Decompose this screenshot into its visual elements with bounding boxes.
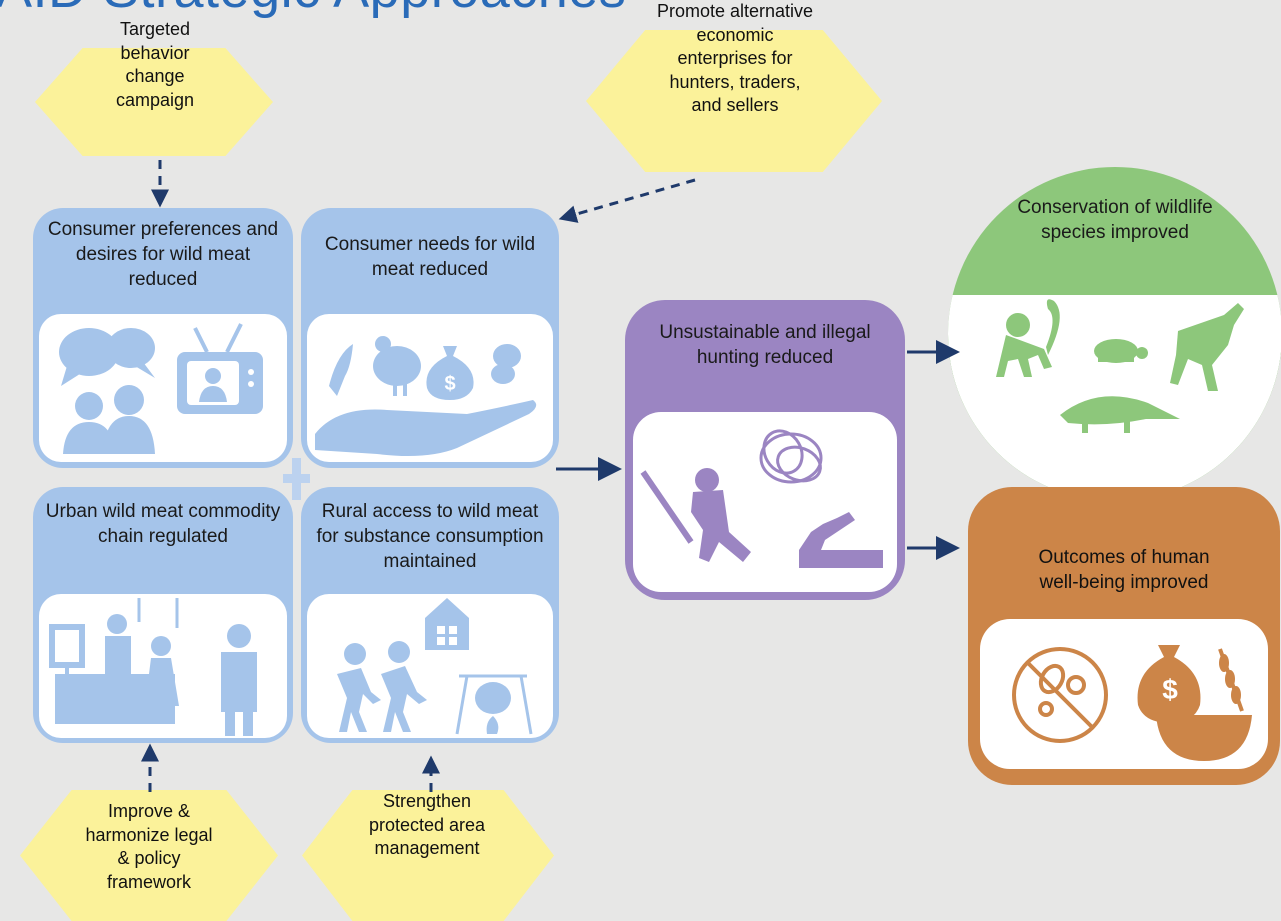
preferences-illustration — [39, 314, 287, 462]
no-disease-icon — [1012, 647, 1108, 743]
walking-people-icon — [337, 641, 427, 732]
urban-illustration — [39, 594, 287, 738]
strategy-behavior-label: Targeted behavior change campaign — [115, 19, 195, 110]
wellbeing-illustration: $ — [980, 619, 1268, 769]
shopper-icon — [145, 624, 257, 736]
cooking-pot-icon — [455, 674, 533, 735]
hunter-icon — [640, 468, 751, 562]
wellbeing-label: Outcomes of human well-being improved — [1038, 547, 1210, 593]
needs-illustration: $ — [307, 314, 553, 462]
outcome-box-rural: Rural access to wild meat for substance … — [301, 487, 559, 743]
rural-illustration — [307, 594, 553, 738]
urban-label: Urban wild meat commodity chain regulate… — [45, 501, 281, 547]
food-bowl-icon — [1156, 648, 1252, 761]
fish-icon — [329, 344, 353, 396]
plus-icon — [283, 458, 310, 500]
strategy-hexagon-behavior — [35, 48, 273, 156]
strategy-protected-label: Strengthen protected area management — [368, 791, 486, 858]
dashed-arrow-enterprises — [558, 178, 696, 223]
antelope-icon — [1170, 303, 1244, 391]
snare-icon — [759, 429, 823, 484]
hunting-label: Unsustainable and illegal hunting reduce… — [659, 322, 871, 368]
trap-icon — [799, 512, 883, 568]
outcome-box-needs: Consumer needs for wild meat reduced $ — [301, 208, 559, 468]
strategy-legal-label: Improve & harmonize legal & policy frame… — [85, 801, 213, 892]
needs-label: Consumer needs for wild meat reduced — [324, 234, 536, 280]
outcome-box-preferences: Consumer preferences and desires for wil… — [33, 208, 293, 468]
conservation-illustration — [948, 295, 1281, 501]
page-title: AID Strategic Approaches — [0, 0, 626, 16]
strategy-hexagon-enterprises — [586, 30, 882, 172]
svg-text:$: $ — [444, 373, 455, 395]
hunting-illustration — [633, 412, 897, 592]
turtle-icon — [1094, 339, 1148, 363]
pangolin-icon — [1060, 396, 1180, 433]
svg-text:$: $ — [1162, 674, 1178, 705]
outcome-circle-conservation: Conservation of wildlife species improve… — [948, 167, 1281, 501]
strategy-enterprises-label: Promote alternative economic enterprises… — [656, 1, 814, 115]
rural-label: Rural access to wild meat for substance … — [316, 501, 544, 572]
money-bag-icon — [426, 346, 474, 400]
outcome-box-wellbeing: Outcomes of human well-being improved — [968, 487, 1280, 785]
strategy-hexagon-protected — [302, 790, 554, 921]
open-hand-icon — [315, 400, 537, 456]
outcome-box-hunting: Unsustainable and illegal hunting reduce… — [625, 300, 905, 600]
conservation-label: Conservation of wildlife species improve… — [1017, 197, 1213, 243]
preferences-label: Consumer preferences and desires for wil… — [47, 219, 279, 290]
beans-icon — [491, 344, 521, 384]
people-icon — [63, 385, 155, 454]
money-bag-icon — [1137, 645, 1201, 723]
strategy-hexagon-legal — [20, 790, 278, 921]
house-icon — [425, 598, 469, 650]
speech-bubbles-icon — [59, 328, 155, 386]
chicken-icon — [373, 336, 421, 396]
monkey-icon — [996, 299, 1060, 377]
outcome-box-urban: Urban wild meat commodity chain regulate… — [33, 487, 293, 743]
